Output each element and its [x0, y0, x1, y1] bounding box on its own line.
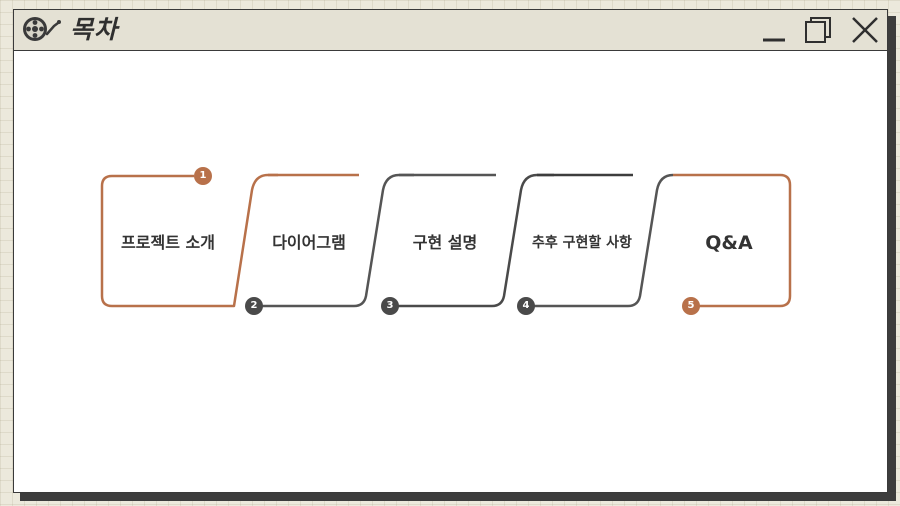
step-5-label[interactable]: Q&A [705, 232, 753, 254]
step-4-number-badge: 4 [517, 297, 535, 315]
step-1-frame [100, 173, 278, 308]
step-2-number-badge: 2 [245, 297, 263, 315]
step-5-number-badge: 5 [682, 297, 700, 315]
title-bar[interactable]: 목차 [14, 10, 887, 51]
table-of-contents-flow [100, 173, 792, 308]
slide-content: 프로젝트 소개 다이어그램 구현 설명 추후 구현할 사항 Q&A 1 2 3 … [14, 50, 887, 492]
step-2-label[interactable]: 다이어그램 [272, 233, 346, 252]
step-1-number-badge: 1 [194, 167, 212, 185]
step-1-label[interactable]: 프로젝트 소개 [121, 233, 215, 252]
window: 목차 [13, 9, 888, 493]
step-3-frame [390, 173, 554, 308]
step-4-label[interactable]: 추후 구현할 사항 [532, 235, 632, 251]
close-icon[interactable] [850, 15, 880, 45]
film-reel-icon [20, 14, 64, 44]
step-2-frame [254, 173, 414, 308]
step-5-frame [673, 173, 792, 308]
step-3-number-badge: 3 [381, 297, 399, 315]
window-title: 목차 [70, 15, 119, 44]
step-3-label[interactable]: 구현 설명 [412, 233, 478, 252]
step-4-frame [526, 173, 674, 308]
minimize-icon[interactable] [759, 15, 789, 45]
maximize-icon[interactable] [803, 15, 833, 45]
